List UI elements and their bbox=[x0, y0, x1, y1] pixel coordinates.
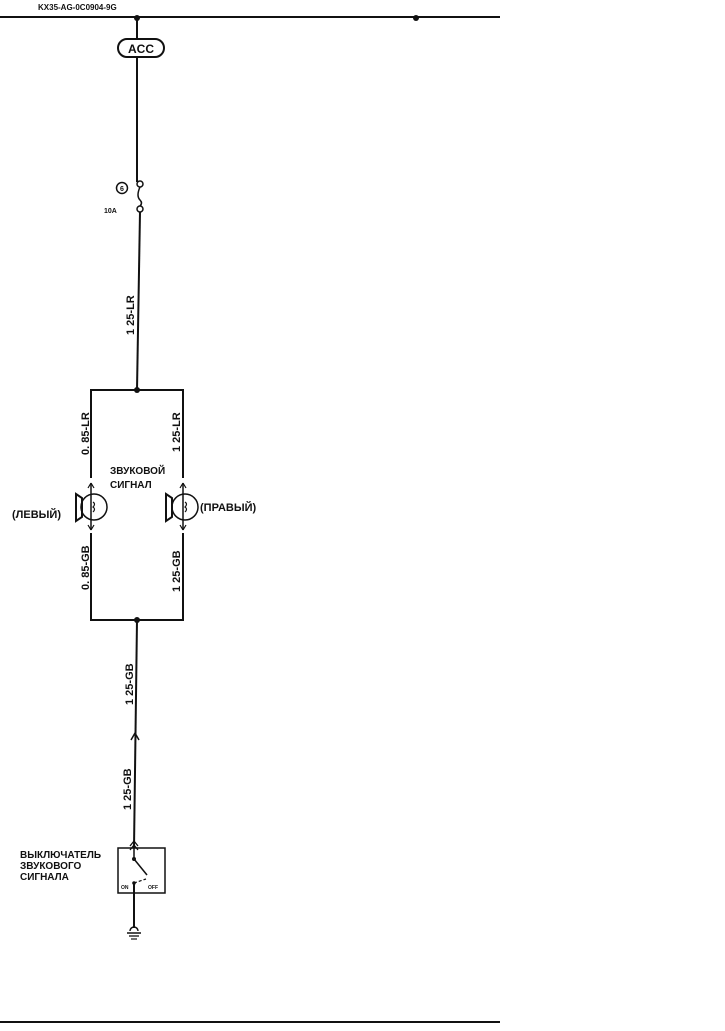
wire-label-right-upper: 1 25-LR bbox=[171, 412, 183, 452]
switch-label-line2: ЗВУКОВОГО bbox=[20, 861, 81, 872]
fuse-rating: 10A bbox=[104, 208, 117, 215]
switch-on-label: ON bbox=[121, 885, 129, 891]
acc-label: ACC bbox=[117, 38, 165, 58]
wire-label-return-lower: 1 25-GB bbox=[122, 768, 134, 810]
fuse-number-circle bbox=[115, 181, 129, 195]
ground-icon bbox=[127, 926, 141, 940]
fuse-number: 6 bbox=[120, 186, 124, 193]
switch-label-line1: ВЫКЛЮЧАТЕЛЬ bbox=[20, 850, 101, 861]
diagram-code: KX35-AG-0C0904-9G bbox=[38, 3, 117, 12]
wire-label-left-upper: 0. 85-LR bbox=[80, 412, 92, 455]
right-horn-label: (ПРАВЫЙ) bbox=[200, 501, 257, 514]
switch-off-label: OFF bbox=[148, 885, 158, 891]
wire-label-return-upper: 1 25-GB bbox=[124, 663, 136, 705]
horn-title-line1: ЗВУКОВОЙ bbox=[110, 464, 165, 477]
connector-arrow-icon bbox=[130, 731, 140, 741]
fuse-icon bbox=[136, 180, 144, 213]
junction-top bbox=[134, 387, 140, 393]
right-horn-icon bbox=[165, 482, 199, 531]
horn-title-line2: СИГНАЛ bbox=[110, 480, 152, 491]
wire-label-main-feed: 1 25-LR bbox=[125, 295, 137, 335]
svg-text:ACC: ACC bbox=[128, 42, 154, 56]
switch-label-line3: СИГНАЛА bbox=[20, 872, 69, 883]
bus-junction-right bbox=[413, 15, 419, 21]
horn-switch-icon bbox=[117, 839, 166, 928]
left-horn-icon bbox=[75, 482, 108, 531]
left-horn-label: (ЛЕВЫЙ) bbox=[12, 508, 61, 521]
horn-circuit-box bbox=[90, 389, 184, 621]
feed-wire-lower bbox=[136, 211, 141, 391]
wire-label-right-lower: 1 25-GB bbox=[171, 550, 183, 592]
wire-label-left-lower: 0. 85-GB bbox=[80, 545, 92, 590]
